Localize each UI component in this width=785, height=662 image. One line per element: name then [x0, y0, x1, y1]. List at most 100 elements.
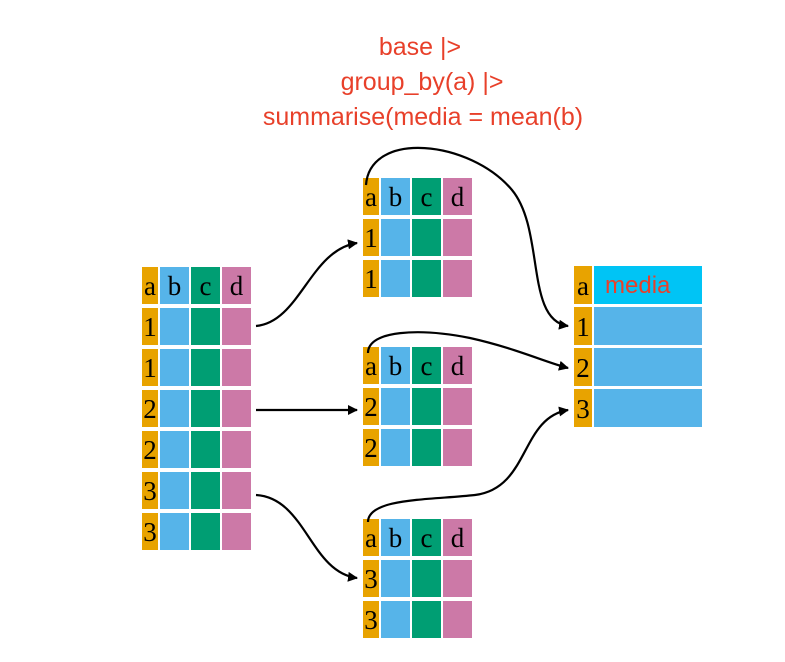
arrow-source-to-group-3	[255, 493, 358, 582]
source-table-cell-c	[191, 431, 220, 468]
group-table-2-header-cell-d	[443, 347, 472, 384]
group-table-1-header-b: b	[389, 182, 403, 212]
group-table-3-cell-c	[412, 601, 441, 638]
group-table-3-cell-c	[412, 560, 441, 597]
source-table-cell-d	[222, 390, 251, 427]
source-table-cell-c	[191, 390, 220, 427]
group-table-2-header-cell-b	[381, 347, 410, 384]
group-table-3-row-value: 3	[364, 605, 378, 635]
source-table-row-value: 2	[143, 435, 157, 465]
source-table-row-value: 1	[143, 312, 157, 342]
group-table-2-cell-a	[363, 429, 379, 466]
source-table-cell-b	[160, 472, 189, 509]
group-table-2-header-d: d	[451, 351, 465, 381]
group-table-1-cell-a	[363, 219, 379, 256]
result-row-value: 1	[576, 312, 590, 342]
result-value-cell	[594, 348, 702, 386]
arrow-source-to-group-1	[255, 239, 358, 328]
group-table-2-cell-d	[443, 429, 472, 466]
source-table-cell-a	[142, 472, 158, 509]
source-table-header-cell-a	[142, 267, 158, 304]
group-table-3-header-b: b	[389, 523, 403, 553]
source-table-cell-c	[191, 513, 220, 550]
source-table-cell-d	[222, 472, 251, 509]
source-table-cell-a	[142, 513, 158, 550]
arrow-group-2-to-result	[366, 331, 569, 371]
arrow-group-3-to-result	[366, 406, 569, 523]
result-row-value: 3	[576, 394, 590, 424]
group-table-3-cell-a	[363, 560, 379, 597]
group-table-1-cell-b	[381, 260, 410, 297]
group-table-3-cell-d	[443, 560, 472, 597]
source-table-cell-c	[191, 308, 220, 345]
group-table-1-row-value: 1	[364, 223, 378, 253]
group-table-2-cell-d	[443, 388, 472, 425]
source-table-row-value: 3	[143, 476, 157, 506]
source-table-cell-d	[222, 349, 251, 386]
source-table-cell-b	[160, 431, 189, 468]
result-row-value: 2	[576, 353, 590, 383]
code-line-summarise: summarise(media = mean(b)	[263, 103, 583, 131]
group-table-2-cell-b	[381, 429, 410, 466]
group-table-1-header-a: a	[365, 182, 377, 212]
result-value-cell	[594, 389, 702, 427]
source-table-cell-c	[191, 349, 220, 386]
source-table-header-c: c	[200, 271, 212, 301]
group-table-1-cell-d	[443, 219, 472, 256]
group-table-1-header-cell-c	[412, 178, 441, 215]
code-line-base: base |>	[379, 33, 461, 61]
source-table-cell-d	[222, 431, 251, 468]
result-key-cell	[574, 348, 592, 386]
group-table-2-cell-c	[412, 388, 441, 425]
group-table-1-cell-b	[381, 219, 410, 256]
result-value-header-cell	[594, 266, 702, 304]
result-value-header: media	[605, 272, 671, 299]
result-key-header-cell	[574, 266, 592, 304]
source-table-cell-a	[142, 349, 158, 386]
group-table-1-cell-d	[443, 260, 472, 297]
group-table-1-header-cell-b	[381, 178, 410, 215]
group-table-1-cell-c	[412, 219, 441, 256]
source-table-cell-d	[222, 308, 251, 345]
source-table-header-cell-c	[191, 267, 220, 304]
source-table-row-value: 1	[143, 353, 157, 383]
group-table-1-header-cell-d	[443, 178, 472, 215]
code-line-group-by: group_by(a) |>	[341, 68, 504, 96]
group-table-3-cell-d	[443, 601, 472, 638]
source-table-row-value: 3	[143, 517, 157, 547]
group-table-2-cell-c	[412, 429, 441, 466]
arrow-group-1-to-result	[364, 146, 569, 330]
group-table-3-cell-a	[363, 601, 379, 638]
result-value-cell	[594, 307, 702, 345]
source-table-row-value: 2	[143, 394, 157, 424]
group-table-2-header-c: c	[421, 351, 433, 381]
group-table-2-header-cell-c	[412, 347, 441, 384]
group-table-1-header-c: c	[421, 182, 433, 212]
group-table-3-row-value: 3	[364, 564, 378, 594]
group-table-1-header-d: d	[451, 182, 465, 212]
group-table-2-header-b: b	[389, 351, 403, 381]
source-table-header-cell-d	[222, 267, 251, 304]
source-table-cell-a	[142, 431, 158, 468]
source-table-cell-a	[142, 390, 158, 427]
group-table-3-cell-b	[381, 601, 410, 638]
code-block: base |> group_by(a) |> summarise(media =…	[263, 33, 583, 131]
source-table-cell-b	[160, 513, 189, 550]
source-table-cell-b	[160, 308, 189, 345]
source-table-header-d: d	[230, 271, 244, 301]
result-key-header: a	[577, 271, 589, 301]
source-table-cell-c	[191, 472, 220, 509]
result-key-cell	[574, 389, 592, 427]
group-table-2-cell-b	[381, 388, 410, 425]
group-table-1-cell-c	[412, 260, 441, 297]
source-table-cell-d	[222, 513, 251, 550]
group-table-3-header-cell-a	[363, 519, 379, 556]
group-table-3-header-cell-d	[443, 519, 472, 556]
